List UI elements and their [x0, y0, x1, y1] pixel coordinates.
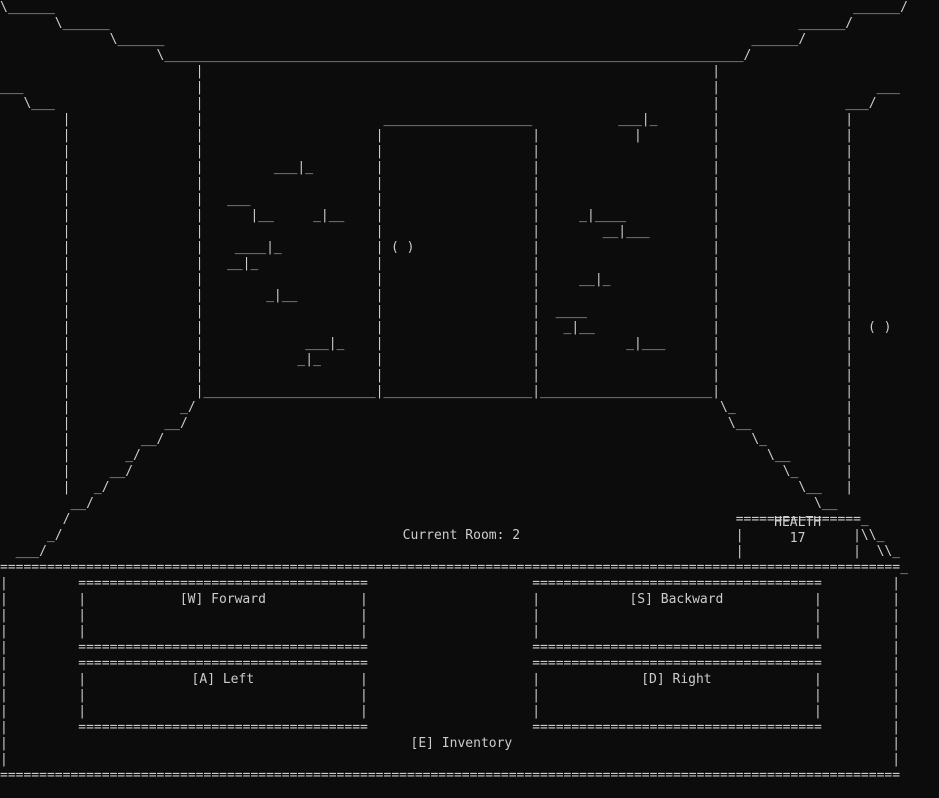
forward-button[interactable]: [W] Forward [179, 592, 266, 607]
door-knob: ( ) [391, 240, 415, 255]
current-room-label: Current Room: 2 [402, 528, 521, 543]
ascii-scene: \______ ______/ \______ [0, 0, 908, 783]
right-button[interactable]: [D] Right [641, 672, 712, 687]
health-label: HEALTH [774, 515, 822, 531]
backward-button[interactable]: [S] Backward [629, 592, 724, 607]
health-value: 17 [789, 531, 806, 547]
inventory-button[interactable]: [E] Inventory [410, 736, 513, 751]
side-door-knob: ( ) [868, 320, 892, 335]
left-button[interactable]: [A] Left [191, 672, 255, 687]
